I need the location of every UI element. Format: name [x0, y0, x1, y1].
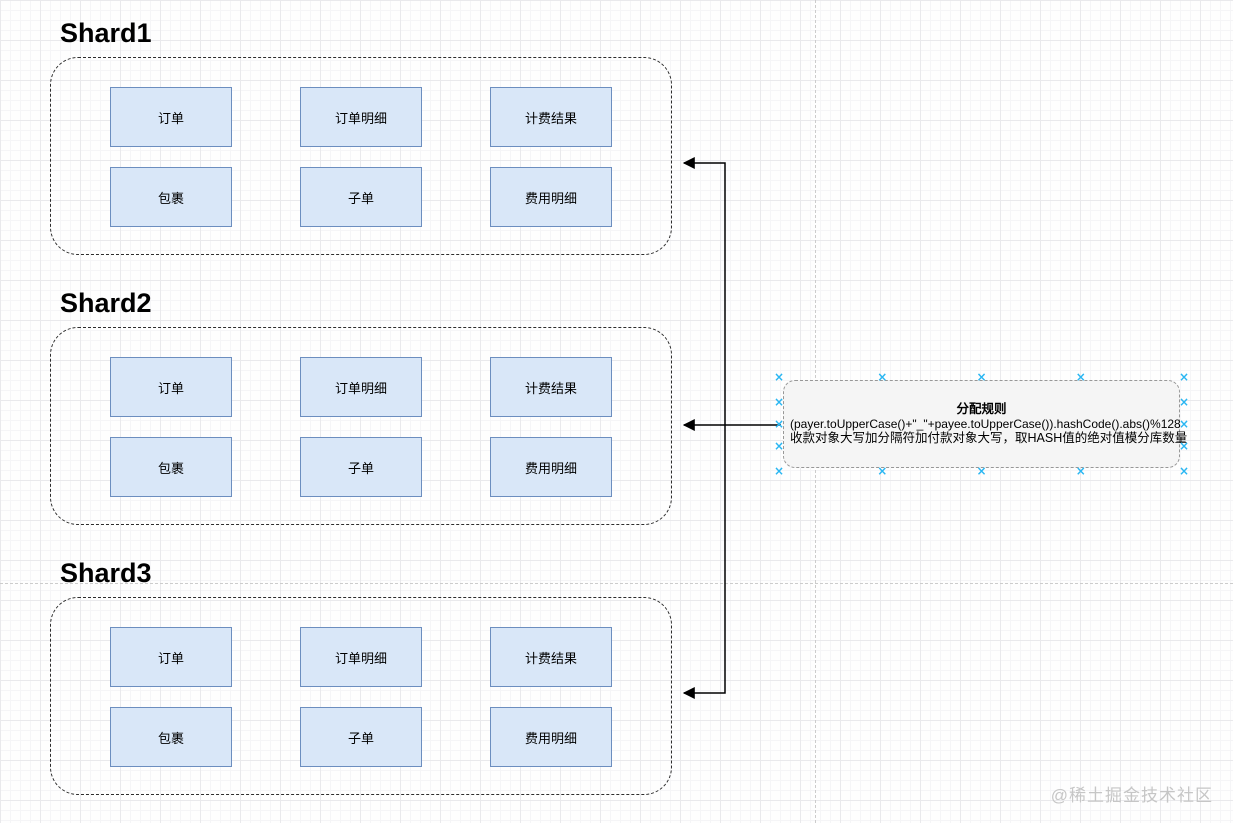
allocation-rule-description: 收款对象大写加分隔符加付款对象大写，取HASH值的绝对值模分库数量 — [790, 431, 1188, 445]
connection-point-icon[interactable]: × — [773, 464, 785, 478]
allocation-rule-title: 分配规则 — [956, 402, 1007, 416]
table-label: 子单 — [347, 460, 374, 476]
shard-container[interactable]: 订单 订单明细 计费结果包裹 子单 费用明细 — [50, 327, 672, 525]
table-label: 子单 — [347, 730, 374, 746]
table-box[interactable]: 订单 — [110, 87, 232, 147]
connection-point-icon[interactable]: × — [976, 464, 987, 478]
table-box[interactable]: 订单明细 — [300, 357, 422, 417]
table-label: 费用明细 — [524, 190, 577, 206]
shard-container[interactable]: 订单 订单明细 计费结果包裹 子单 费用明细 — [50, 57, 672, 255]
table-box[interactable]: 费用明细 — [490, 167, 612, 227]
table-label: 计费结果 — [524, 650, 577, 666]
table-box[interactable]: 子单 — [300, 437, 422, 497]
table-label: 订单明细 — [334, 380, 387, 396]
table-label: 计费结果 — [524, 380, 577, 396]
table-box[interactable]: 包裹 — [110, 167, 232, 227]
connection-point-icon[interactable]: × — [1075, 464, 1086, 478]
connection-point-icon[interactable]: × — [773, 417, 785, 431]
allocation-rule-formula: (payer.toUpperCase()+"_"+payee.toUpperCa… — [790, 416, 1181, 431]
connection-point-icon[interactable]: × — [1178, 395, 1190, 409]
table-box[interactable]: 订单明细 — [300, 87, 422, 147]
table-box[interactable]: 包裹 — [110, 437, 232, 497]
shard-title: Shard1 — [60, 18, 152, 48]
table-label: 订单 — [157, 380, 184, 396]
shard-container[interactable]: 订单 订单明细 计费结果包裹 子单 费用明细 — [50, 597, 672, 795]
table-label: 订单明细 — [334, 110, 387, 126]
table-box[interactable]: 费用明细 — [490, 437, 612, 497]
edge-annotation-to-shard1[interactable] — [682, 157, 726, 425]
table-label: 费用明细 — [524, 730, 577, 746]
connection-point-icon[interactable]: × — [773, 395, 785, 409]
table-label: 包裹 — [157, 460, 184, 476]
table-box[interactable]: 计费结果 — [490, 87, 612, 147]
table-label: 包裹 — [157, 730, 184, 746]
table-label: 订单明细 — [334, 650, 387, 666]
table-label: 包裹 — [157, 190, 184, 206]
connection-point-icon[interactable]: × — [1178, 464, 1190, 478]
table-label: 计费结果 — [524, 110, 577, 126]
edge-annotation-to-shard3[interactable] — [682, 425, 726, 699]
connection-point-icon[interactable]: × — [877, 370, 888, 384]
table-box[interactable]: 包裹 — [110, 707, 232, 767]
connection-point-icon[interactable]: × — [773, 370, 785, 384]
connection-point-icon[interactable]: × — [877, 464, 888, 478]
table-box[interactable]: 计费结果 — [490, 357, 612, 417]
shard-title: Shard3 — [60, 558, 152, 588]
table-box[interactable]: 子单 — [300, 707, 422, 767]
table-box[interactable]: 订单 — [110, 357, 232, 417]
table-box[interactable]: 计费结果 — [490, 627, 612, 687]
connection-point-icon[interactable]: × — [1075, 370, 1086, 384]
table-label: 订单 — [157, 110, 184, 126]
table-box[interactable]: 订单 — [110, 627, 232, 687]
table-label: 费用明细 — [524, 460, 577, 476]
connection-point-icon[interactable]: × — [773, 439, 785, 453]
table-label: 订单 — [157, 650, 184, 666]
allocation-rule-note[interactable]: 分配规则 (payer.toUpperCase()+"_"+payee.toUp… — [783, 380, 1188, 468]
table-box[interactable]: 费用明细 — [490, 707, 612, 767]
table-box[interactable]: 子单 — [300, 167, 422, 227]
connection-point-icon[interactable]: × — [1178, 417, 1190, 431]
table-label: 子单 — [347, 190, 374, 206]
page-break-line-horizontal — [0, 583, 1233, 584]
watermark-text: @稀土掘金技术社区 — [1050, 786, 1213, 805]
connection-point-icon[interactable]: × — [1178, 370, 1190, 384]
shard-title: Shard2 — [60, 288, 152, 318]
connection-point-icon[interactable]: × — [1178, 439, 1190, 453]
connection-point-icon[interactable]: × — [976, 370, 987, 384]
table-box[interactable]: 订单明细 — [300, 627, 422, 687]
